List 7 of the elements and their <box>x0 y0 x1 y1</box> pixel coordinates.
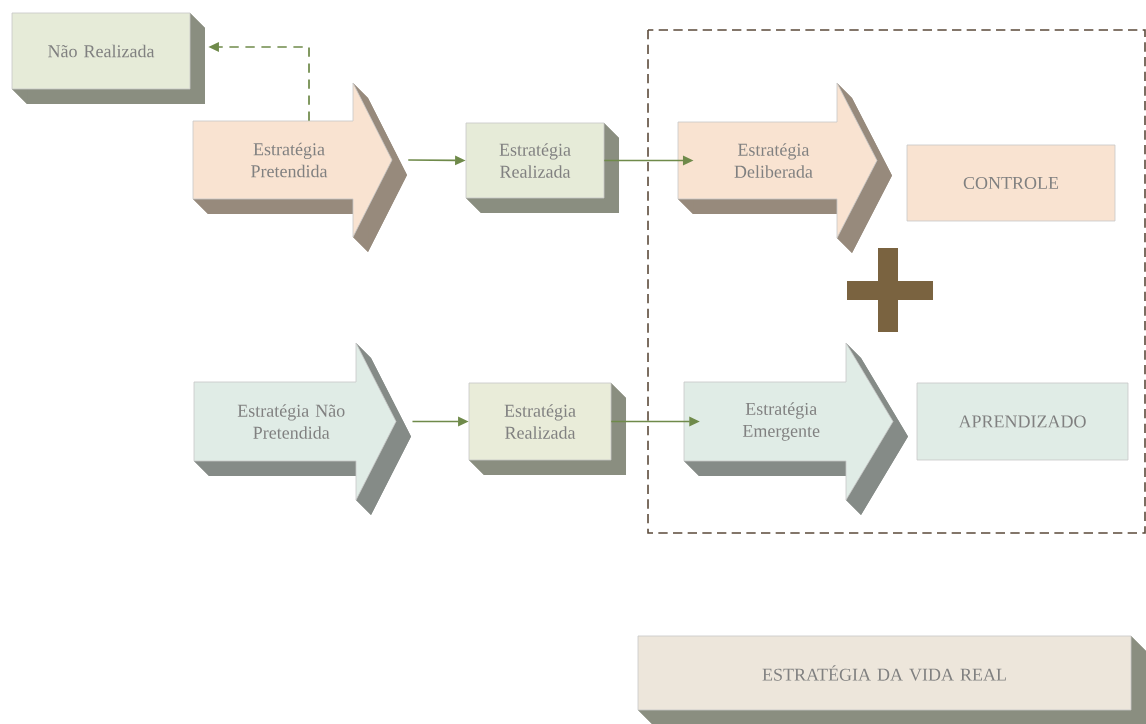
block: Não Realizada <box>11 12 205 104</box>
label-box: CONTROLE <box>906 144 1116 222</box>
label-box: APRENDIZADO <box>916 382 1129 461</box>
block: Estratégia Realizada <box>468 382 626 475</box>
dashed-frame <box>647 29 1146 534</box>
block: ESTRATÉGIA DA VIDA REAL <box>637 635 1146 724</box>
block: Estratégia Realizada <box>465 122 619 213</box>
